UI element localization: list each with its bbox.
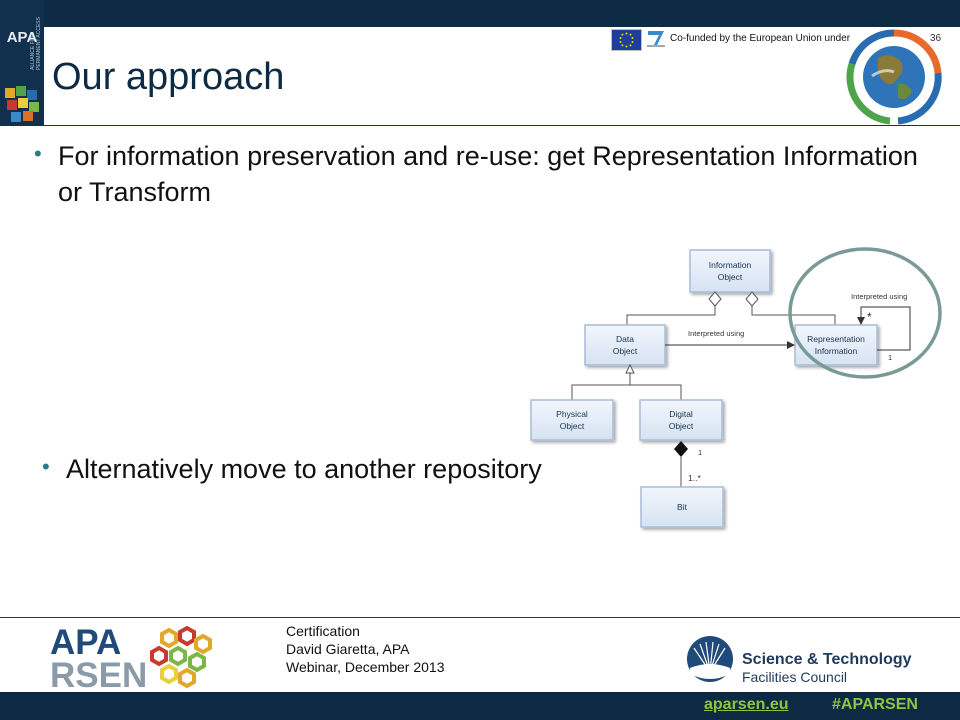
multiplicity-one: 1 [698,448,702,457]
footer-info: Certification David Giaretta, APA Webina… [286,622,445,676]
fp7-logo-icon [647,31,665,47]
aparsen-logo-line1: APA [50,623,121,662]
connector-line [626,306,716,325]
footer-divider [0,617,960,618]
slide-title: Our approach [52,56,285,98]
representation-information-label: Information [815,346,858,356]
aggregation-diamond-icon [708,291,722,307]
footer-line: Webinar, December 2013 [286,659,445,675]
eu-flag-icon [611,29,642,51]
bit-box [640,486,724,528]
information-object-box [689,249,771,293]
information-object-label: Information [709,260,752,270]
oais-information-model-diagram: Information Object Data Object Represent… [530,247,942,528]
physical-object-label: Physical [556,409,588,419]
composition-diamond-icon [674,441,688,457]
footer-line: David Giaretta, APA [286,641,410,657]
connector-line [751,306,836,325]
title-divider [44,125,960,126]
top-bar [0,0,960,27]
information-object-label: Object [718,272,743,282]
stfc-logo: Science & Technology Facilities Council [687,636,912,685]
arrow-head-icon [857,317,865,325]
earth-globe-logo-icon [846,29,942,125]
cofund-text: Co-funded by the European Union under [670,33,851,44]
digital-object-label: Digital [669,409,693,419]
generalization-triangle-icon [625,363,635,374]
connector-line [571,373,631,400]
stfc-logo-line1: Science & Technology [742,651,912,668]
interpreted-using-label: Interpreted using [688,329,744,338]
aparsen-logo: APA RSEN [50,623,212,690]
bullet-item: • For information preservation and re-us… [34,138,928,210]
multiplicity-one: 1 [888,353,892,362]
apa-side-logo-text: APA [6,29,38,46]
representation-information-box [794,324,878,366]
bullet-text: For information preservation and re-use:… [58,141,918,207]
bottom-bar [0,692,960,720]
bullet-dot-icon: • [42,454,50,479]
data-object-label: Data [616,334,634,344]
aparsen-website-link[interactable]: aparsen.eu [704,696,789,713]
data-object-box [584,324,666,366]
slide-number: 36 [930,33,942,44]
aparsen-logo-line2: RSEN [50,656,147,690]
digital-object-box [639,399,723,441]
interpreted-using-label: Interpreted using [851,292,907,301]
multiplicity-star: * [867,310,872,324]
physical-object-label: Object [560,421,585,431]
apa-side-logo: ALLIANCE FOR PERMANENT ACCESS APA [0,0,44,126]
bullet-text: Alternatively move to another repository [66,454,542,484]
self-loop-arrow [860,306,911,351]
bit-label: Bit [677,502,688,512]
representation-information-label: Representation [807,334,865,344]
highlight-ellipse [788,247,942,379]
aggregation-diamond-icon [745,291,759,307]
digital-object-label: Object [669,421,694,431]
data-object-label: Object [613,346,638,356]
hashtag-text: #APARSEN [832,696,918,713]
bullet-item: • Alternatively move to another reposito… [42,451,666,487]
colored-cubes-icon [5,86,39,122]
connector-line [630,384,682,400]
footer-line: Certification [286,623,360,639]
bullet-dot-icon: • [34,141,42,166]
arrow-head-icon [787,341,795,349]
stfc-logo-line2: Facilities Council [742,669,847,685]
multiplicity-one-many: 1..* [688,473,701,483]
physical-object-box [530,399,614,441]
